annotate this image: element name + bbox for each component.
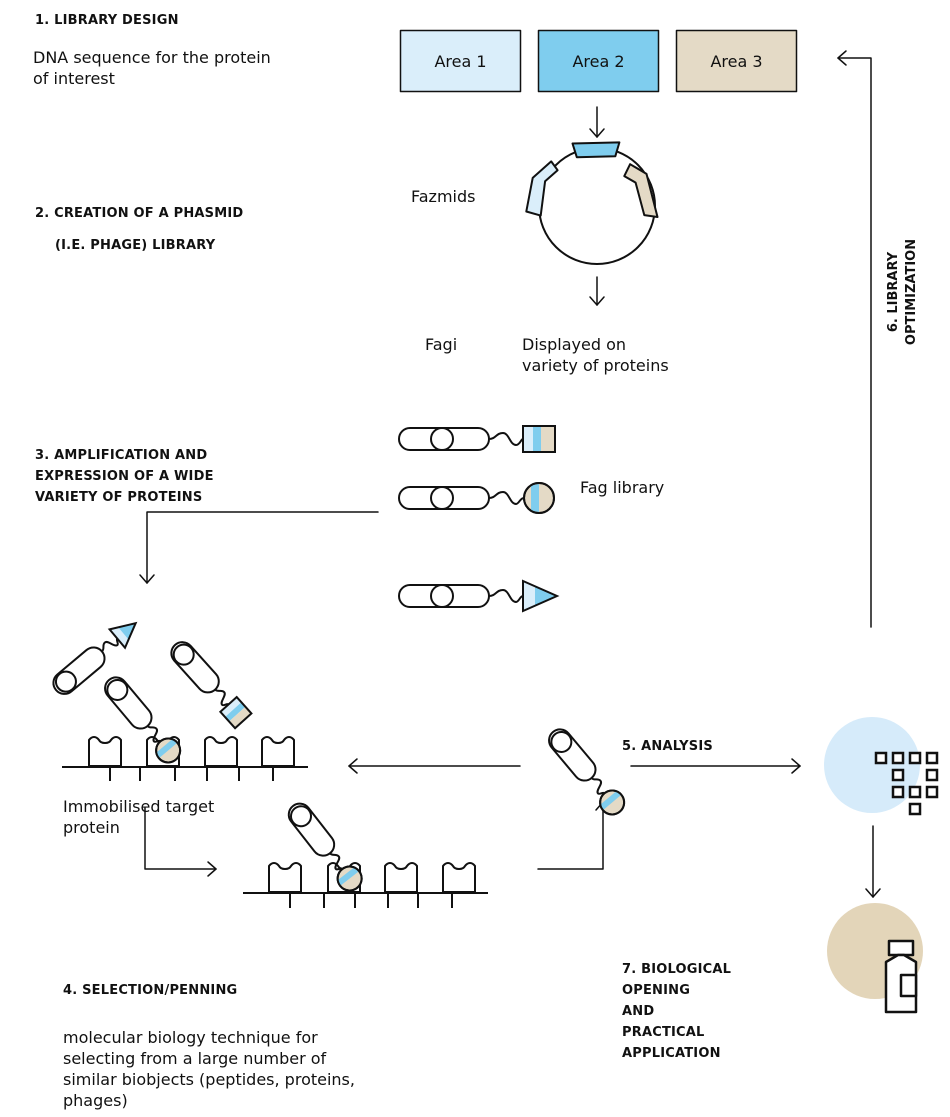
displayed-label: Displayed on variety of proteins [522, 334, 669, 376]
step-2-title-line-1: 2. CREATION OF A PHASMID [35, 203, 243, 224]
fazmids-label: Fazmids [411, 186, 475, 207]
target-surface-1 [62, 737, 308, 781]
phage-bound-2 [284, 799, 367, 896]
arrow-back-to-target [349, 759, 520, 773]
phage-bound-1 [100, 672, 185, 767]
step-6-title: 6. LIBRARY OPTIMIZATION [873, 207, 933, 377]
step-1-title: 1. LIBRARY DESIGN [35, 10, 179, 31]
arrow-to-analysis [631, 759, 800, 773]
library-optimization-arrow [838, 51, 871, 627]
arrow-up-to-bound-phage [538, 802, 610, 869]
step-3-title: 3. AMPLIFICATION AND EXPRESSION OF A WID… [35, 445, 214, 508]
step-1-description: DNA sequence for the protein of interest [33, 47, 271, 89]
phage-circle-tip [399, 483, 554, 513]
arrow-down-to-fagi [590, 277, 604, 305]
phage-isolated [544, 724, 629, 819]
step-2-title-line-2: (I.E. PHAGE) LIBRARY [55, 235, 215, 256]
step-4-description: molecular biology technique for selectin… [63, 1027, 355, 1111]
fagi-label: Fagi [425, 334, 457, 355]
area-3-label: Area 3 [676, 51, 797, 72]
immobilised-target-label: Immobilised target protein [63, 796, 214, 838]
arrow-down-to-application [866, 826, 880, 897]
analysis-circle [824, 717, 920, 813]
vial-icon [886, 941, 916, 1012]
area-2-label: Area 2 [538, 51, 659, 72]
phage-triangle-tip [399, 581, 557, 611]
fag-library-label: Fag library [580, 477, 664, 498]
arrow-library-to-selection [140, 512, 378, 583]
phage-free-square [167, 638, 252, 729]
arrow-down-to-plasmid [590, 107, 604, 137]
phage-square-tip [399, 426, 555, 452]
target-surface-2 [243, 863, 488, 908]
step-5-title: 5. ANALYSIS [622, 736, 713, 757]
plasmid-ring [526, 142, 657, 264]
step-6-title-text: 6. LIBRARY OPTIMIZATION [885, 239, 921, 345]
area-1-label: Area 1 [400, 51, 521, 72]
step-4-title: 4. SELECTION/PENNING [63, 980, 237, 1001]
step-7-title: 7. BIOLOGICAL OPENING AND PRACTICAL APPL… [622, 959, 731, 1064]
